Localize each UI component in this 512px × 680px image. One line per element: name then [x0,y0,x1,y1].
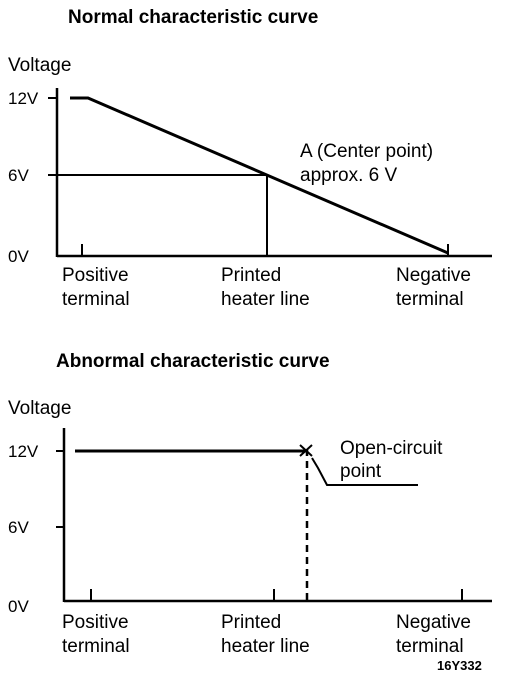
abnormal-y-axis-label: Voltage [8,398,71,419]
abnormal-annotation-line2: point [340,461,382,482]
open-circuit-leader-line [311,457,418,486]
normal-x-label-positive-2: terminal [62,289,130,310]
normal-voltage-curve [70,96,449,255]
abnormal-x-label-positive-1: Positive [62,612,129,633]
normal-x-label-printed-2: heater line [221,289,310,310]
normal-x-label-positive-1: Positive [62,265,129,286]
abnormal-annotation-line1: Open-circuit [340,438,443,459]
abnormal-x-label-printed-2: heater line [221,636,310,657]
normal-x-label-printed-1: Printed [221,265,281,286]
abnormal-x-label-positive-2: terminal [62,636,130,657]
abnormal-x-label-negative-2: terminal [396,636,464,657]
normal-y-tick-label-12v: 12V [8,89,39,108]
normal-annotation-line1: A (Center point) [300,141,433,162]
normal-y-tick-label-6v: 6V [8,166,29,185]
abnormal-y-tick-label-0v: 0V [8,597,29,616]
abnormal-y-tick-label-6v: 6V [8,518,29,537]
normal-x-label-negative-1: Negative [396,265,471,286]
open-circuit-cross-icon [299,444,313,457]
abnormal-x-label-printed-1: Printed [221,612,281,633]
normal-y-tick-label-0v: 0V [8,247,29,266]
figure-code: 16Y332 [437,658,482,673]
normal-chart-title: Normal characteristic curve [68,7,318,28]
normal-annotation-line2: approx. 6 V [300,165,397,186]
normal-chart: Normal characteristic curve Voltage 12V … [8,7,492,310]
normal-y-axis-label: Voltage [8,55,71,76]
abnormal-x-label-negative-1: Negative [396,612,471,633]
abnormal-y-tick-label-12v: 12V [8,442,39,461]
abnormal-chart: Abnormal characteristic curve Voltage 12… [8,351,492,657]
abnormal-chart-title: Abnormal characteristic curve [56,351,330,372]
normal-x-label-negative-2: terminal [396,289,464,310]
